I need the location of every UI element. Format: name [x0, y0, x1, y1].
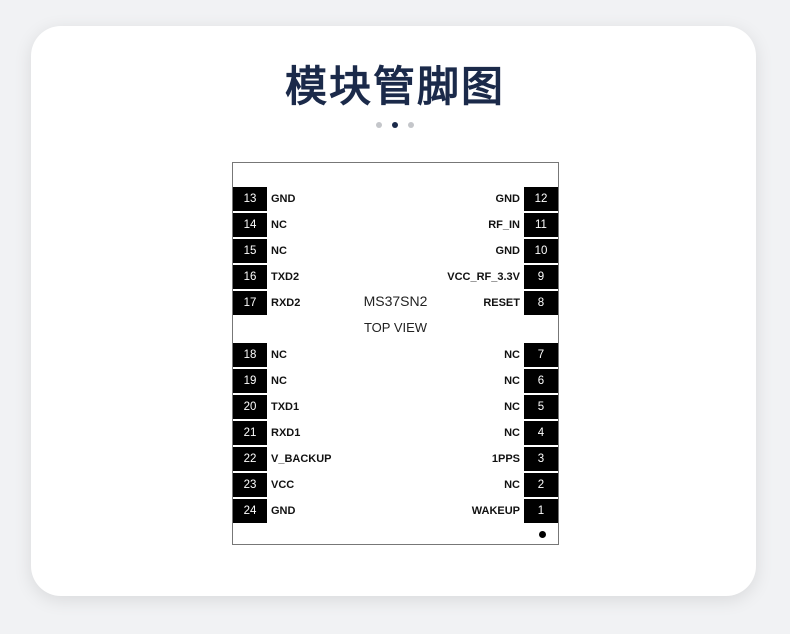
pin-left: 18 NC: [233, 343, 291, 367]
pin-number: 10: [524, 239, 558, 263]
pin-number: 14: [233, 213, 267, 237]
pin-right: 10 GND: [492, 239, 558, 263]
pin-right: 1 WAKEUP: [468, 499, 558, 523]
pin-number: 19: [233, 369, 267, 393]
pin-number: 21: [233, 421, 267, 445]
pin-label: GND: [271, 505, 296, 517]
pin-left: 22 V_BACKUP: [233, 447, 336, 471]
pin-number: 13: [233, 187, 267, 211]
pin-label: NC: [271, 219, 287, 231]
pin-number: 11: [524, 213, 558, 237]
pin-right: 12 GND: [492, 187, 558, 211]
pin-label: RXD2: [271, 297, 301, 309]
pin-label: NC: [271, 349, 287, 361]
pin-label: WAKEUP: [471, 505, 520, 517]
pin-left: 23 VCC: [233, 473, 298, 497]
pin-right: 2 NC: [500, 473, 558, 497]
pin-number: 24: [233, 499, 267, 523]
pin-label: RF_IN: [488, 219, 520, 231]
page-title: 模块管脚图: [284, 62, 505, 111]
pin-left: 21 RXD1: [233, 421, 304, 445]
pin-number: 22: [233, 447, 267, 471]
pin-right: 9 VCC_RF_3.3V: [443, 265, 558, 289]
pin-right: 3 1PPS: [488, 447, 558, 471]
pin-number: 6: [524, 369, 558, 393]
pin-label: NC: [504, 479, 520, 491]
pin-left: 20 TXD1: [233, 395, 303, 419]
pin-label: GND: [495, 193, 520, 205]
pin-number: 15: [233, 239, 267, 263]
pin-number: 9: [524, 265, 558, 289]
pin-left: 17 RXD2: [233, 291, 304, 315]
carousel-indicator: [0, 122, 790, 128]
pin-label: NC: [504, 349, 520, 361]
pin-number: 3: [524, 447, 558, 471]
pin-left: 16 TXD2: [233, 265, 303, 289]
pin-label: 1PPS: [491, 453, 520, 465]
carousel-dot-2[interactable]: [392, 122, 398, 128]
pin-number: 4: [524, 421, 558, 445]
pin-right: 8 RESET: [479, 291, 558, 315]
pin-left: 19 NC: [233, 369, 291, 393]
pin-label: NC: [271, 375, 287, 387]
pin-number: 7: [524, 343, 558, 367]
pin-right: 5 NC: [500, 395, 558, 419]
pin1-marker-dot: [539, 531, 546, 538]
pin-number: 12: [524, 187, 558, 211]
pin-number: 2: [524, 473, 558, 497]
module-name: MS37SN2: [363, 293, 428, 309]
pin-label: VCC_RF_3.3V: [447, 271, 520, 283]
pin-label: NC: [504, 401, 520, 413]
pin-label: RESET: [483, 297, 520, 309]
pin-left: 13 GND: [233, 187, 299, 211]
pin-number: 5: [524, 395, 558, 419]
pin-label: NC: [271, 245, 287, 257]
pin-right: 6 NC: [500, 369, 558, 393]
pin-label: TXD2: [271, 271, 300, 283]
carousel-dot-1[interactable]: [376, 122, 382, 128]
pin-number: 18: [233, 343, 267, 367]
pin-label: TXD1: [271, 401, 300, 413]
pin-number: 1: [524, 499, 558, 523]
pin-number: 8: [524, 291, 558, 315]
pin-left: 24 GND: [233, 499, 299, 523]
pin-number: 16: [233, 265, 267, 289]
carousel-dot-3[interactable]: [408, 122, 414, 128]
pin-left: 14 NC: [233, 213, 291, 237]
pin-left: 15 NC: [233, 239, 291, 263]
module-view-label: TOP VIEW: [363, 320, 428, 335]
pin-label: V_BACKUP: [271, 453, 332, 465]
pin-number: 17: [233, 291, 267, 315]
pin-label: GND: [271, 193, 296, 205]
pin-label: VCC: [271, 479, 295, 491]
pin-label: NC: [504, 375, 520, 387]
pin-right: 7 NC: [500, 343, 558, 367]
pin-label: RXD1: [271, 427, 301, 439]
pin-label: GND: [495, 245, 520, 257]
pin-number: 20: [233, 395, 267, 419]
pin-label: NC: [504, 427, 520, 439]
pin-right: 11 RF_IN: [484, 213, 558, 237]
pin-right: 4 NC: [500, 421, 558, 445]
pin-number: 23: [233, 473, 267, 497]
